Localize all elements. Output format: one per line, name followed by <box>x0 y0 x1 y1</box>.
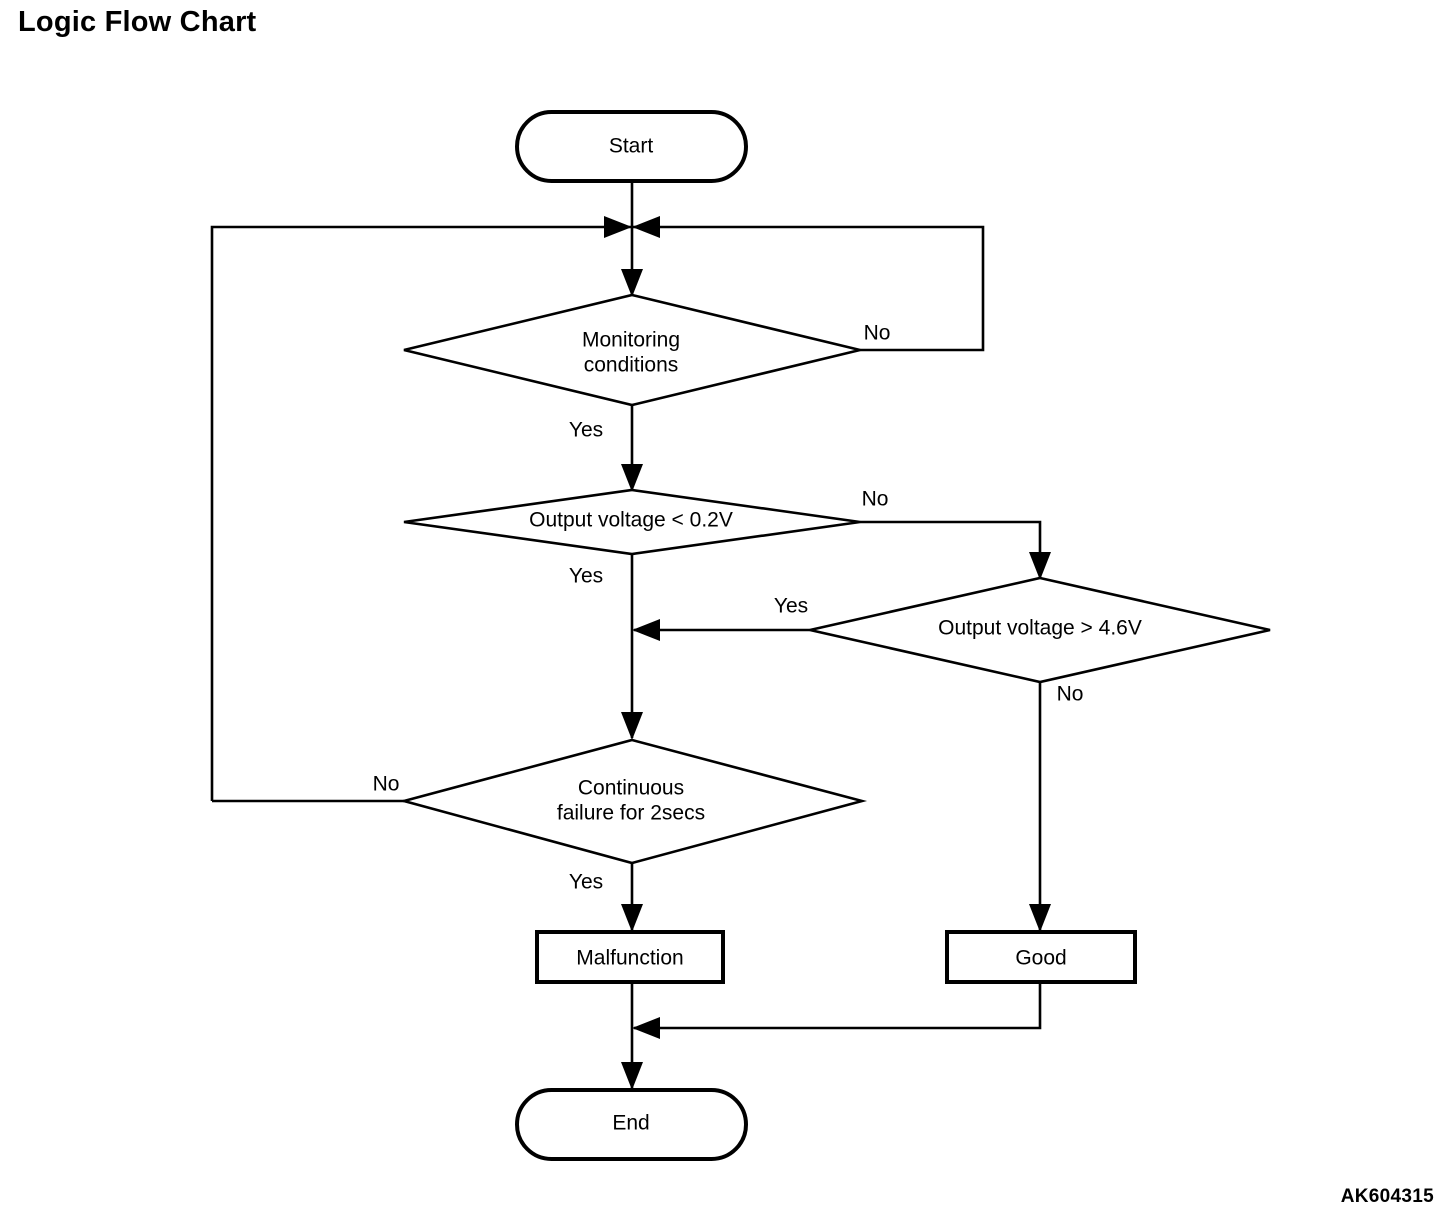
edge-label-monitoring-no: No <box>864 322 891 345</box>
edge-label-vlow-no: No <box>862 488 889 511</box>
edge-vhigh-yes <box>632 619 810 641</box>
node-continuous-failure-label-line1: Continuous <box>578 777 684 800</box>
node-continuous-failure-label-line2: failure for 2secs <box>557 802 705 825</box>
figure-code: AK604315 <box>1340 1186 1434 1207</box>
node-end-label: End <box>612 1112 649 1135</box>
node-end[interactable]: End <box>515 1088 748 1161</box>
node-start-label: Start <box>609 135 654 158</box>
node-malfunction[interactable]: Malfunction <box>535 930 725 984</box>
edge-label-vhigh-no: No <box>1057 683 1084 706</box>
node-start[interactable]: Start <box>515 110 748 183</box>
edge-continuous-yes <box>621 863 643 932</box>
node-good-label: Good <box>1015 947 1066 970</box>
page-title: Logic Flow Chart <box>18 6 257 38</box>
edge-monitoring-no-loop <box>632 216 985 352</box>
node-monitoring-conditions[interactable]: Monitoring conditions <box>403 293 861 407</box>
edge-start-to-monitoring <box>621 181 643 297</box>
edge-vlow-no <box>860 520 1051 580</box>
node-output-voltage-low-label: Output voltage < 0.2V <box>529 509 733 532</box>
edge-good-to-end <box>632 982 1042 1039</box>
edge-loop-left-return <box>210 216 632 801</box>
edge-label-vhigh-yes: Yes <box>774 595 808 618</box>
edge-vlow-yes <box>621 554 643 740</box>
edge-label-monitoring-yes: Yes <box>569 419 603 442</box>
edge-vhigh-no <box>1029 682 1051 932</box>
edge-label-continuous-yes: Yes <box>569 871 603 894</box>
edge-label-vlow-yes: Yes <box>569 565 603 588</box>
edge-malfunction-to-end <box>621 982 643 1090</box>
edge-label-continuous-no: No <box>373 773 400 796</box>
node-monitoring-label-line1: Monitoring <box>582 329 680 352</box>
node-output-voltage-low[interactable]: Output voltage < 0.2V <box>403 488 861 556</box>
node-malfunction-label: Malfunction <box>576 947 683 970</box>
node-output-voltage-high[interactable]: Output voltage > 4.6V <box>809 576 1271 684</box>
node-continuous-failure[interactable]: Continuous failure for 2secs <box>399 738 868 865</box>
node-monitoring-label-line2: conditions <box>584 354 679 377</box>
node-output-voltage-high-label: Output voltage > 4.6V <box>938 617 1142 640</box>
node-good[interactable]: Good <box>945 930 1137 984</box>
edge-monitoring-yes <box>621 405 643 492</box>
